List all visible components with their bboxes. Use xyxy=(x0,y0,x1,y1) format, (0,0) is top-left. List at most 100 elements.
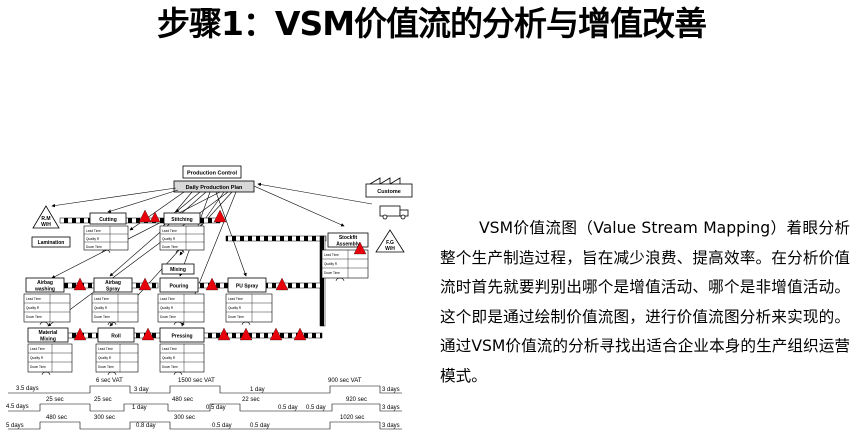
timeline-row-1: 3.5 days 6 sec VAT 3 day 1500 sec VAT 1 … xyxy=(16,378,400,393)
svg-text:Lead Time: Lead Time xyxy=(162,229,177,233)
svg-text:Down Time: Down Time xyxy=(160,315,176,319)
svg-text:300 sec: 300 sec xyxy=(94,415,115,421)
svg-text:Lead Time: Lead Time xyxy=(94,297,109,301)
svg-text:Cutting: Cutting xyxy=(99,217,117,223)
raw-material-label-1: R.M xyxy=(41,216,50,222)
description-paragraph: VSM价值流图（Value Stream Mapping）着眼分析整个生产制造过… xyxy=(440,219,850,385)
process-airbag-washing: Airbag washing Lead Time Quality R Down … xyxy=(23,277,71,323)
svg-text:1500 sec VAT: 1500 sec VAT xyxy=(178,378,215,384)
svg-text:1 day: 1 day xyxy=(132,405,147,411)
svg-text:Down Time: Down Time xyxy=(86,245,102,249)
svg-text:Stitching: Stitching xyxy=(171,217,192,223)
svg-text:Quality R: Quality R xyxy=(162,237,176,241)
svg-text:Quality R: Quality R xyxy=(98,356,112,360)
svg-text:0.5 day: 0.5 day xyxy=(212,423,232,429)
svg-text:Lead Time: Lead Time xyxy=(26,297,41,301)
svg-text:900 sec VAT: 900 sec VAT xyxy=(328,378,362,384)
svg-text:300 sec: 300 sec xyxy=(174,415,195,421)
svg-text:Down Time: Down Time xyxy=(228,315,244,319)
svg-text:3.5 days: 3.5 days xyxy=(16,386,39,392)
process-stockfit-assembly: Stockfit Assembly Lead Time Quality R Do… xyxy=(321,232,369,279)
customer-box xyxy=(365,183,413,198)
svg-text:Down Time: Down Time xyxy=(26,315,42,319)
svg-text:washing: washing xyxy=(34,287,55,293)
svg-text:Spray: Spray xyxy=(106,287,120,293)
svg-text:Quality R: Quality R xyxy=(160,306,174,310)
svg-text:480 sec: 480 sec xyxy=(172,397,193,403)
svg-text:Lead Time: Lead Time xyxy=(30,347,45,351)
svg-text:Lead Time: Lead Time xyxy=(228,297,243,301)
timeline-lines xyxy=(8,385,402,430)
svg-text:0.5 day: 0.5 day xyxy=(278,405,298,411)
svg-text:Quality R: Quality R xyxy=(162,356,176,360)
inventory-triangles xyxy=(73,209,367,341)
svg-text:Down Time: Down Time xyxy=(324,271,340,275)
page-title: 步骤1：VSM价值流的分析与增值改善 xyxy=(156,4,707,43)
svg-text:920 sec: 920 sec xyxy=(346,397,367,403)
svg-text:3 days: 3 days xyxy=(382,387,400,393)
description-text: VSM价值流图（Value Stream Mapping）着眼分析整个生产制造过… xyxy=(440,214,850,391)
process-cutting: Cutting Lead Time Quality R Down Time xyxy=(83,212,129,251)
svg-text:1020 sec: 1020 sec xyxy=(340,415,364,421)
svg-text:Lead Time: Lead Time xyxy=(162,347,177,351)
process-roll: Roll Lead Time Quality R Down Time xyxy=(95,327,139,373)
svg-text:Down Time: Down Time xyxy=(98,365,114,369)
svg-text:3 day: 3 day xyxy=(134,387,149,393)
process-pouring: Pouring Lead Time Quality R Down Time xyxy=(157,277,205,323)
svg-text:Mixing: Mixing xyxy=(40,337,56,343)
svg-text:5 days: 5 days xyxy=(6,423,24,429)
svg-text:Roll: Roll xyxy=(111,334,121,340)
finished-goods-label-2: W/H xyxy=(385,246,395,252)
svg-text:0.5 day: 0.5 day xyxy=(206,405,226,411)
svg-text:Stockfit: Stockfit xyxy=(339,235,358,241)
svg-text:Lead Time: Lead Time xyxy=(98,347,113,351)
svg-text:0.5 day: 0.5 day xyxy=(250,423,270,429)
raw-material-warehouse-icon xyxy=(32,205,60,229)
svg-text:Airbag: Airbag xyxy=(105,280,121,286)
svg-text:Down Time: Down Time xyxy=(162,245,178,249)
svg-text:Quality R: Quality R xyxy=(30,356,44,360)
svg-text:PU Spray: PU Spray xyxy=(236,284,258,290)
timeline-row-3: 5 days 480 sec 300 sec 0.8 day 300 sec 0… xyxy=(6,415,400,429)
production-control-box xyxy=(182,165,242,179)
svg-text:3 days: 3 days xyxy=(382,423,400,429)
svg-text:Quality R: Quality R xyxy=(86,237,100,241)
daily-plan-label: Daily Production Plan xyxy=(186,185,243,191)
svg-text:Pouring: Pouring xyxy=(170,284,189,290)
svg-text:Lead Time: Lead Time xyxy=(86,229,101,233)
process-stitching: Stitching Lead Time Quality R Down Time xyxy=(159,212,205,251)
svg-text:Quality R: Quality R xyxy=(228,306,242,310)
process-material-mixing: Material Mixing Lead Time Quality R Down… xyxy=(27,327,73,373)
finished-goods-label-1: F.G xyxy=(386,240,394,246)
svg-text:6 sec VAT: 6 sec VAT xyxy=(96,378,123,384)
svg-text:Mixing: Mixing xyxy=(170,267,186,273)
svg-text:Lead Time: Lead Time xyxy=(324,253,339,257)
truck-icon xyxy=(379,205,409,220)
svg-text:Down Time: Down Time xyxy=(162,365,178,369)
svg-text:Down Time: Down Time xyxy=(30,365,46,369)
customer-label: Custome xyxy=(377,189,401,195)
svg-text:25 sec: 25 sec xyxy=(94,397,112,403)
svg-text:22 sec: 22 sec xyxy=(242,397,260,403)
svg-text:Quality R: Quality R xyxy=(94,306,108,310)
timeline-row-2: 4.5 days 25 sec 25 sec 1 day 480 sec 0.5… xyxy=(6,397,400,411)
value-stream-map: Production Control Daily Production Plan… xyxy=(6,165,413,430)
svg-text:Down Time: Down Time xyxy=(94,315,110,319)
process-mixing: Mixing xyxy=(161,263,195,275)
operator-icons xyxy=(39,249,345,376)
svg-text:Assembly: Assembly xyxy=(336,242,360,248)
process-pressing: Pressing Lead Time Quality R Down Time xyxy=(159,327,205,373)
svg-text:Material: Material xyxy=(39,330,59,336)
lamination-box xyxy=(31,236,71,248)
svg-text:4.5 days: 4.5 days xyxy=(6,404,29,410)
svg-text:0.5 day: 0.5 day xyxy=(306,405,326,411)
process-pu-spray: PU Spray Lead Time Quality R Down Time xyxy=(225,277,273,323)
daily-plan-box xyxy=(173,180,255,193)
svg-text:0.8 day: 0.8 day xyxy=(136,423,156,429)
svg-text:Lead Time: Lead Time xyxy=(160,297,175,301)
svg-text:1 day: 1 day xyxy=(250,387,265,393)
finished-goods-warehouse-icon xyxy=(375,229,405,253)
svg-text:3 days: 3 days xyxy=(382,405,400,411)
svg-text:Pressing: Pressing xyxy=(171,334,192,340)
svg-text:Quality R: Quality R xyxy=(324,262,338,266)
